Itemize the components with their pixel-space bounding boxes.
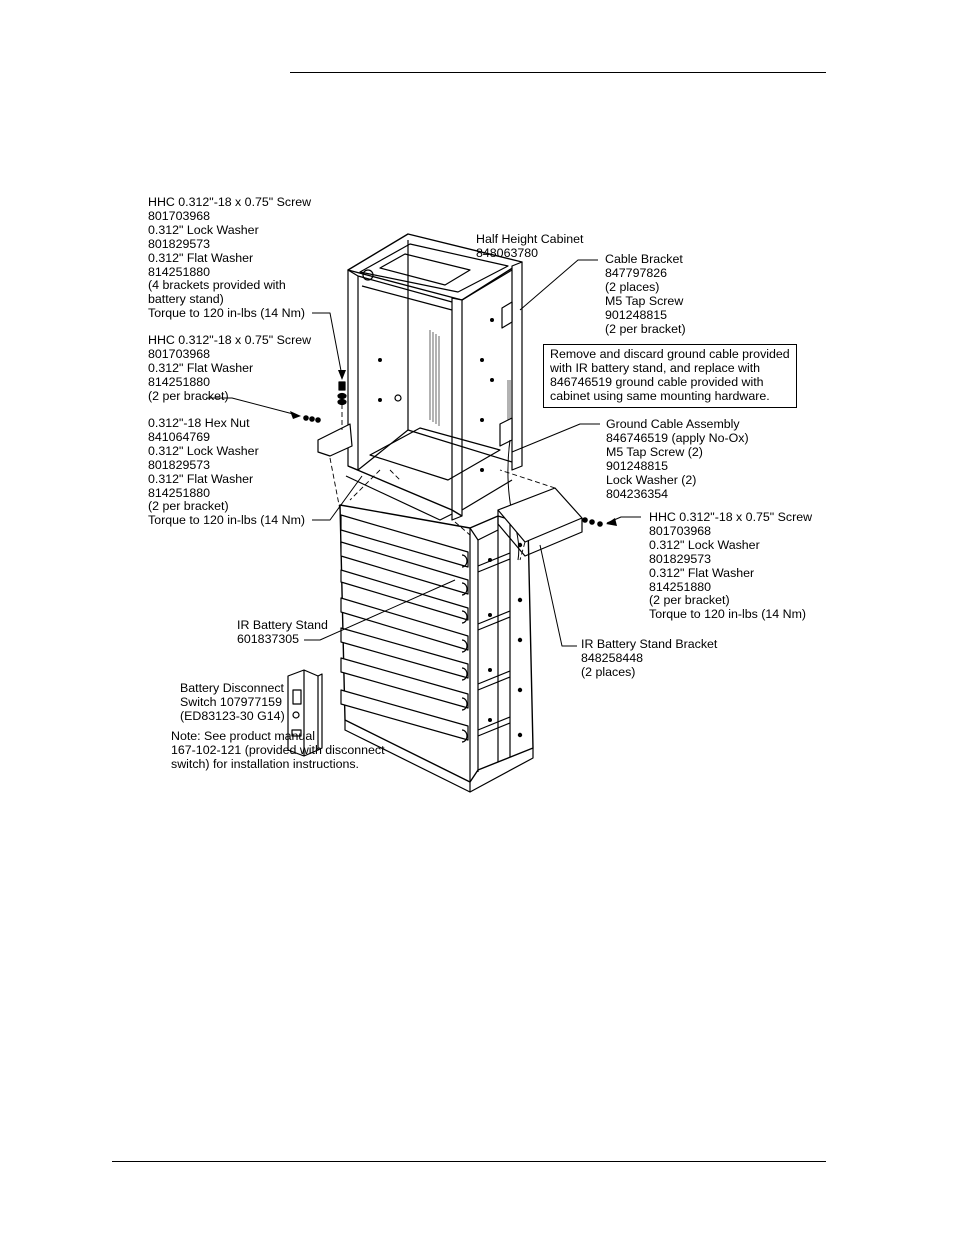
callout-cable-bracket: Cable Bracket 847797826 (2 places) M5 Ta…: [605, 252, 686, 336]
callout-hex-nut: 0.312"-18 Hex Nut 841064769 0.312" Lock …: [148, 416, 306, 528]
hardware: [303, 381, 603, 527]
callout-hhc-screw-top: HHC 0.312"-18 x 0.75" Screw 801703968 0.…: [148, 195, 312, 321]
callout-hhc-screw-mid: HHC 0.312"-18 x 0.75" Screw 801703968 0.…: [148, 333, 312, 403]
callout-ir-battery-stand: IR Battery Stand 601837305: [237, 618, 328, 646]
ir-battery-stand-drawing: [339, 504, 534, 793]
footer-rule: [112, 1161, 826, 1162]
callout-ground-cable-assembly: Ground Cable Assembly 846746519 (apply N…: [606, 417, 749, 501]
callout-product-manual-note: Note: See product manual 167-102-121 (pr…: [171, 729, 385, 771]
left-bracket: [317, 423, 353, 457]
callout-ir-battery-stand-bracket: IR Battery Stand Bracket 848258448 (2 pl…: [581, 637, 718, 679]
stand-shelves: [340, 514, 469, 741]
callout-hhc-screw-right: HHC 0.312"-18 x 0.75" Screw 801703968 0.…: [649, 510, 813, 622]
callout-battery-disconnect-switch: Battery Disconnect Switch 107977159 (ED8…: [180, 681, 285, 723]
alignment-lines: [329, 404, 556, 561]
ground-cable-note-box: Remove and discard ground cable provided…: [543, 344, 797, 408]
header-rule: [290, 72, 826, 73]
battery-disconnect-switch-drawing: [287, 669, 323, 757]
callout-half-height-cabinet: Half Height Cabinet 848063780: [476, 232, 584, 260]
